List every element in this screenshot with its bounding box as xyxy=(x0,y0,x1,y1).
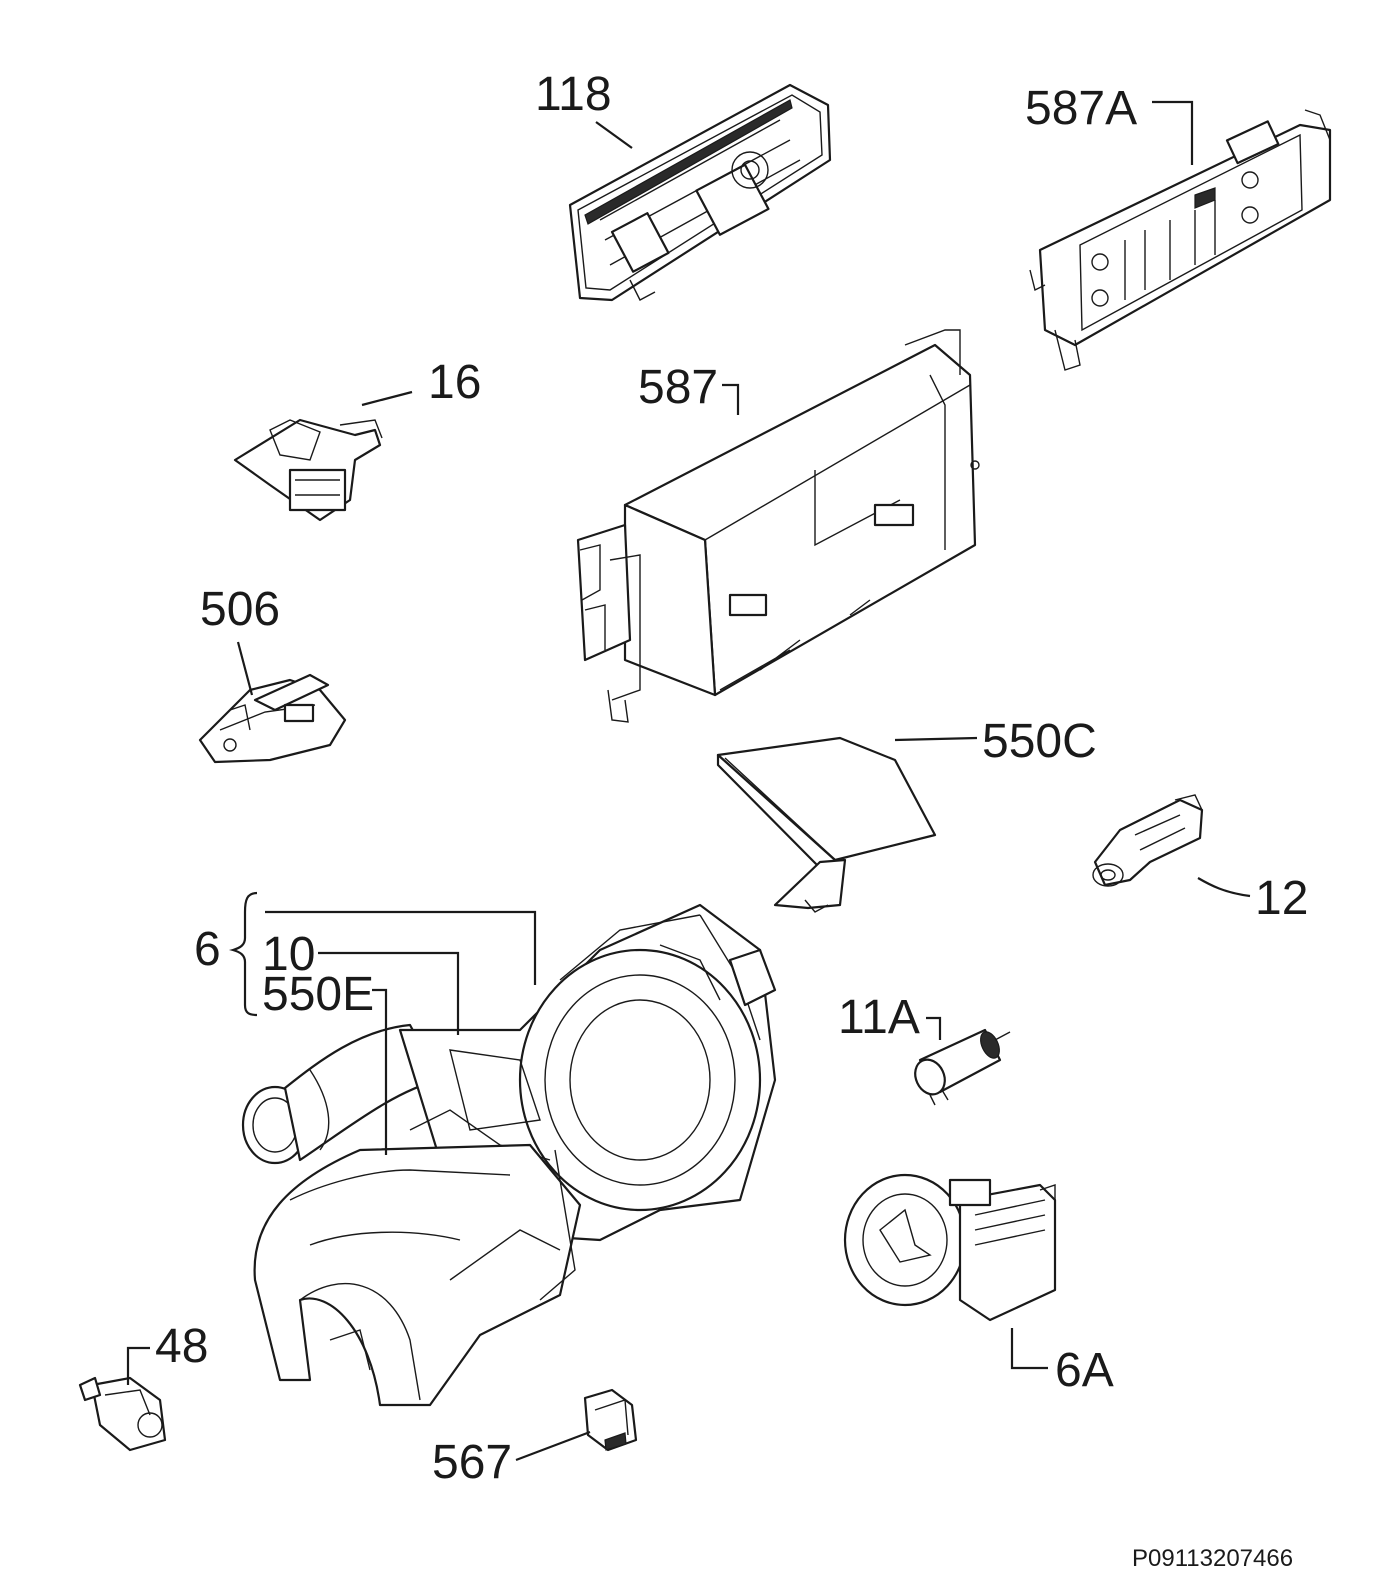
part-587a-control-board xyxy=(1029,109,1332,371)
label-16: 16 xyxy=(428,356,481,409)
label-550c: 550C xyxy=(982,715,1097,768)
label-10: 10 xyxy=(262,928,315,981)
leader-lines xyxy=(126,100,1251,1462)
part-587-electronic-module xyxy=(576,329,980,723)
label-11a: 11A xyxy=(838,991,920,1044)
part-12-sensor xyxy=(1092,794,1204,887)
label-587a: 587A xyxy=(1025,82,1137,135)
label-6: 6 xyxy=(194,923,221,976)
part-11a-motor xyxy=(914,1028,1011,1106)
part-118-control-panel xyxy=(568,83,832,302)
part-6-sump-assembly xyxy=(241,903,777,1407)
part-550c-cover xyxy=(716,736,937,913)
label-506: 506 xyxy=(200,583,280,636)
part-6a-drain-pump xyxy=(843,1173,1057,1322)
label-6a: 6A xyxy=(1055,1344,1114,1397)
part-16-door-lock xyxy=(233,418,383,522)
label-550e: 550E xyxy=(262,968,374,1021)
label-118: 118 xyxy=(535,68,612,121)
reference-code: P09113207466 xyxy=(1132,1545,1293,1572)
part-506-dispenser xyxy=(198,673,347,764)
label-567: 567 xyxy=(432,1436,512,1489)
label-48: 48 xyxy=(155,1320,208,1373)
part-567-clip xyxy=(583,1388,638,1452)
label-12: 12 xyxy=(1255,872,1308,925)
part-48-valve xyxy=(78,1376,167,1452)
callout-labels: 118 587A 16 587 506 550C 12 6 10 550E 11… xyxy=(155,68,1308,1572)
label-587: 587 xyxy=(638,361,718,414)
